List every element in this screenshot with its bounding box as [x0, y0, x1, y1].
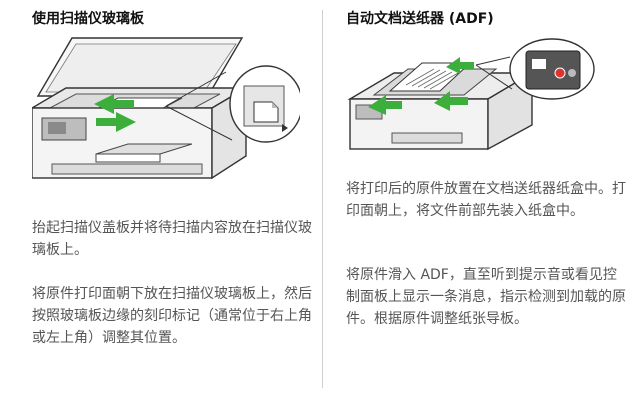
placement-arrow-icon — [94, 94, 136, 132]
scanner-glass-heading: 使用扫描仪玻璃板 — [32, 11, 144, 27]
insert-arrow-icon — [368, 57, 474, 115]
column-divider — [322, 10, 323, 388]
adf-step-2: 将原件滑入 ADF，直至听到提示音或看见控制面板上显示一条消息，指示检测到加载的… — [346, 267, 626, 327]
scanner-glass-step-1: 抬起扫描仪盖板并将待扫描内容放在扫描仪玻璃板上。 — [32, 220, 312, 258]
control-panel-icon — [525, 50, 581, 90]
adf-step-1: 将打印后的原件放置在文档送纸器纸盒中。打印面朝上，将文件前部先装入纸盒中。 — [346, 181, 626, 219]
adf-illustration — [347, 38, 595, 151]
scanner-glass-step-2: 将原件打印面朝下放在扫描仪玻璃板上，然后按照玻璃板边缘的刻印标记（通常位于右上角… — [32, 286, 312, 346]
corner-mark-icon — [243, 85, 288, 132]
scanner-glass-illustration — [32, 37, 300, 180]
adf-heading: 自动文档送纸器 (ADF) — [346, 11, 494, 27]
